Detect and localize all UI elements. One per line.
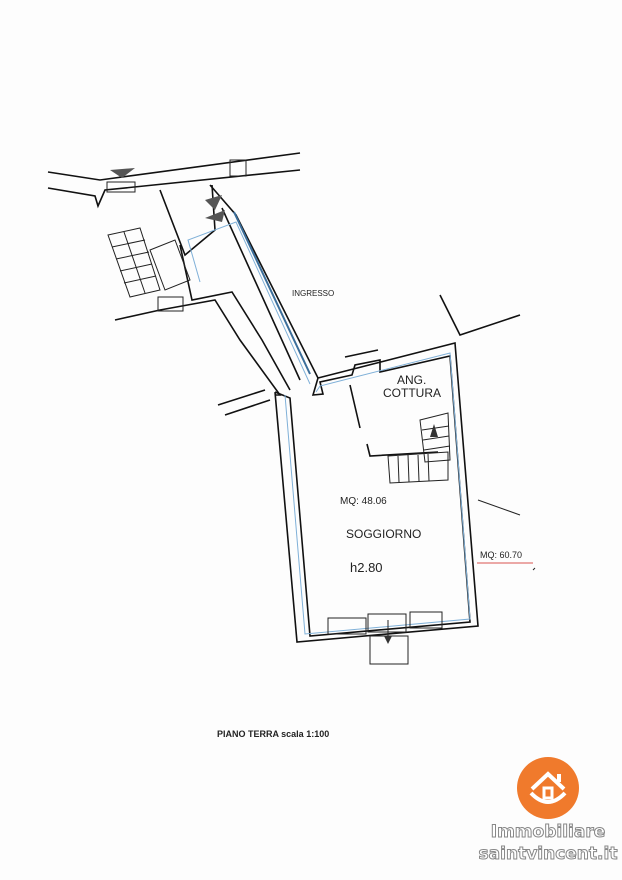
total-area-label: MQ: 60.70 — [480, 550, 522, 560]
logo-line2: saintvincent.it — [478, 844, 618, 865]
room-label-ingresso: INGRESSO — [292, 289, 334, 298]
room-height-label: h2.80 — [350, 560, 383, 575]
stairs-top-left — [107, 227, 191, 312]
windows-bottom — [327, 611, 443, 665]
room-label-ang: ANG. — [397, 373, 426, 387]
ingresso-corridor — [110, 168, 319, 381]
company-logo: Immobiliare saintvincent.it — [478, 757, 618, 865]
room-label-soggiorno: SOGGIORNO — [346, 527, 421, 541]
room-label-cottura: COTTURA — [383, 386, 441, 400]
logo-line1: Immobiliare — [490, 822, 606, 843]
stairs-soggiorno — [387, 412, 451, 484]
room-area-label: MQ: 48.06 — [340, 496, 387, 507]
plan-caption: PIANO TERRA scala 1:100 — [217, 729, 329, 739]
house-icon — [517, 757, 579, 819]
main-room-walls — [187, 221, 479, 643]
